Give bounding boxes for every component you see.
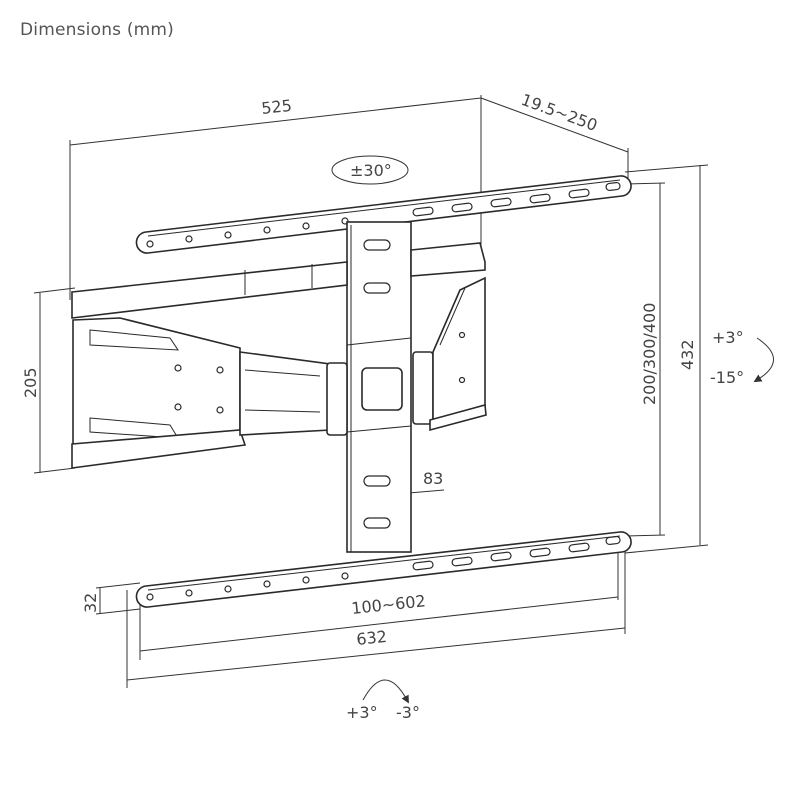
center-column — [346, 221, 412, 553]
dim-level-plus: +3° — [346, 703, 378, 722]
dim-tilt-up: +3° — [712, 328, 744, 347]
dim-swivel: ±30° — [350, 161, 392, 180]
dim-arm-depth: 525 — [260, 96, 292, 118]
scissor-arm — [239, 351, 434, 436]
dim-column-width: 83 — [423, 469, 443, 488]
page-title: Dimensions (mm) — [20, 20, 175, 40]
dim-vesa-horizontal: 100~602 — [350, 591, 426, 618]
tv-bracket — [429, 276, 487, 432]
dim-rail-thickness: 32 — [81, 593, 100, 613]
dimension-lines — [33, 95, 709, 688]
dim-rail-length: 632 — [355, 627, 387, 649]
tilt-arc-icon — [753, 337, 774, 383]
dim-wall-distance: 19.5~250 — [519, 90, 600, 135]
level-arc-icon — [362, 679, 409, 704]
swivel-ellipse-icon — [331, 155, 409, 185]
wall-plate — [71, 317, 247, 469]
dim-rail-height-total: 432 — [678, 339, 697, 370]
bottom-vesa-rail — [135, 531, 632, 608]
upper-arm — [71, 242, 486, 319]
dim-wall-plate-height: 205 — [21, 367, 40, 398]
dim-vesa-vertical: 200/300/400 — [640, 303, 659, 405]
dim-tilt-down: -15° — [710, 368, 744, 387]
dim-level-minus: -3° — [396, 703, 420, 722]
